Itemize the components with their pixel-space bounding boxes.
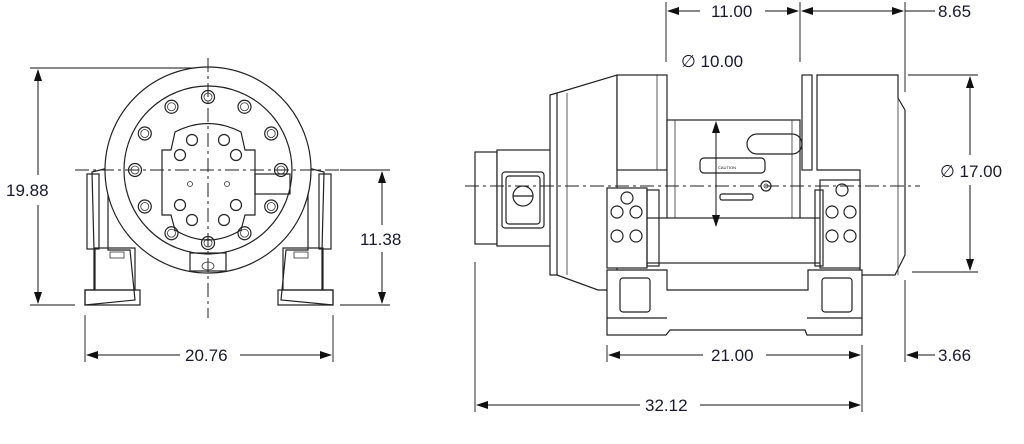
bolt-hole (264, 199, 279, 214)
bolt-hole (629, 229, 643, 243)
bolt-hole (825, 229, 839, 243)
bolt-hole (173, 198, 187, 212)
mount-block-bolts (610, 183, 857, 243)
side-view: CAUTION (465, 74, 920, 336)
bolt-hole (137, 126, 152, 141)
left-drum-flange (616, 74, 668, 171)
bolt-hole (237, 226, 252, 241)
bolt-hole (240, 102, 249, 112)
bolt-hole (229, 198, 243, 212)
bolt-hole (240, 228, 249, 238)
dim-housing-diameter: ∅ 17.00 (940, 162, 1002, 181)
bolt-hole (843, 229, 857, 243)
hydraulic-motor (474, 149, 562, 247)
flange-bolt-holes (127, 89, 289, 251)
dim-centerline-height: 11.38 (360, 230, 401, 249)
bolt-hole (167, 102, 176, 112)
port-block (254, 173, 291, 195)
bolt-hole (217, 213, 231, 227)
bolt-hole (217, 133, 231, 147)
bolt-hole (825, 205, 839, 219)
dim-drum-to-end: 8.65 (938, 2, 971, 21)
bolt-hole (264, 126, 279, 141)
front-dimensions: 19.88 11.38 20.76 (6, 67, 401, 365)
bolt-hole (140, 129, 150, 138)
side-dimensions: 11.00 8.65 ∅ 10.00 ∅ 17.00 21.00 3.66 32… (474, 2, 1002, 415)
dim-drum-length: 11.00 (711, 2, 752, 21)
dim-mount-length: 21.00 (711, 346, 754, 365)
dim-overall-height: 19.88 (6, 181, 49, 200)
right-mount-block (814, 179, 861, 269)
bolt-hole (610, 229, 624, 243)
left-mount-block (606, 187, 660, 269)
bolt-hole (164, 226, 179, 241)
dim-overall-width: 20.76 (185, 346, 228, 365)
bolt-hole (185, 213, 199, 227)
bolt-hole (843, 205, 857, 219)
left-foot (84, 167, 141, 306)
dim-overall-length: 32.12 (645, 396, 688, 415)
front-view (75, 58, 340, 318)
bolt-hole (140, 202, 150, 211)
right-foot (277, 167, 334, 306)
bolt-hole (237, 99, 252, 114)
bolt-hole (164, 99, 179, 114)
bolt-hole (137, 199, 152, 214)
bolt-hole (173, 148, 187, 162)
bolt-hole (266, 129, 276, 138)
motor-plate (161, 123, 256, 241)
motor-plate-bolts (173, 133, 243, 227)
cable-drum (666, 119, 801, 221)
base-frame (606, 269, 863, 336)
caution-label (699, 157, 766, 174)
bolt-hole (185, 133, 199, 147)
end-housing (816, 74, 906, 276)
bolt-hole (620, 191, 634, 205)
bolt-hole (610, 205, 624, 219)
bolt-hole (835, 183, 849, 197)
tie-bar (644, 217, 831, 264)
bolt-hole (229, 148, 243, 162)
dim-end-offset: 3.66 (938, 346, 971, 365)
bolt-hole (167, 228, 176, 238)
bolt-hole (629, 205, 643, 219)
caution-label-text: CAUTION (718, 165, 736, 170)
dim-drum-diameter: ∅ 10.00 (681, 52, 743, 71)
bolt-hole (266, 202, 276, 211)
